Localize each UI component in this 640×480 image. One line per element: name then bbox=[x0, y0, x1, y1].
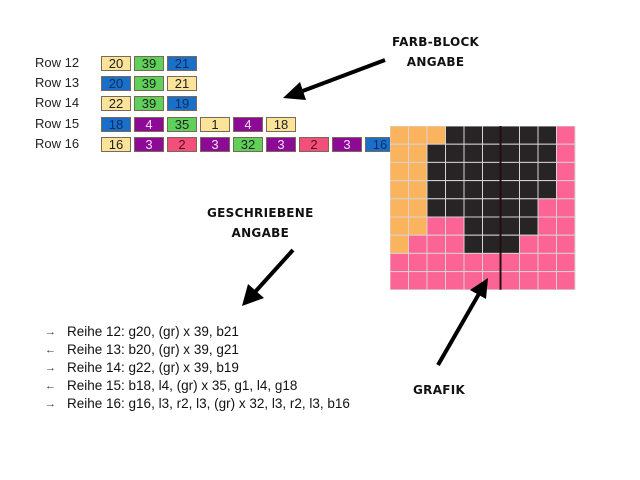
color-block: 2 bbox=[167, 137, 197, 152]
color-block: 39 bbox=[134, 96, 164, 111]
written-row: → Reihe 16: g16, l3, r2, l3, (gr) x 32, l… bbox=[45, 395, 350, 413]
color-block: 4 bbox=[233, 117, 263, 132]
color-block: 32 bbox=[233, 137, 263, 152]
callout-line: ANGABE bbox=[406, 55, 465, 69]
color-block: 39 bbox=[134, 56, 164, 71]
color-block: 22 bbox=[101, 96, 131, 111]
color-block: 35 bbox=[167, 117, 197, 132]
callout-line: FARB-BLOCK bbox=[392, 35, 480, 49]
written-row-text: Reihe 14: g22, (gr) x 39, b19 bbox=[67, 360, 239, 375]
color-block: 3 bbox=[200, 137, 230, 152]
written-row-text: Reihe 13: b20, (gr) x 39, g21 bbox=[67, 342, 239, 357]
grid-cell bbox=[556, 271, 576, 290]
color-block: 39 bbox=[134, 76, 164, 91]
written-row: → Reihe 12: g20, (gr) x 39, b21 bbox=[45, 323, 350, 341]
arrow-to-graphic bbox=[436, 278, 488, 366]
color-block: 3 bbox=[134, 137, 164, 152]
written-row-text: Reihe 12: g20, (gr) x 39, b21 bbox=[67, 324, 239, 339]
arrow-left-icon: ← bbox=[45, 380, 56, 392]
arrow-to-blocks bbox=[283, 58, 386, 100]
row-label: Row 15 bbox=[35, 116, 80, 131]
color-block: 16 bbox=[101, 137, 131, 152]
row-label: Row 12 bbox=[35, 55, 80, 70]
callout-line: GRAFIK bbox=[413, 383, 466, 397]
color-block: 1 bbox=[200, 117, 230, 132]
color-block: 18 bbox=[101, 117, 131, 132]
arrow-right-icon: → bbox=[45, 362, 56, 374]
color-block: 19 bbox=[167, 96, 197, 111]
written-instructions: → Reihe 12: g20, (gr) x 39, b21 ← Reihe 13:… bbox=[45, 323, 350, 413]
row-label: Row 16 bbox=[35, 136, 80, 151]
arrow-right-icon: → bbox=[45, 398, 56, 410]
color-block: 3 bbox=[266, 137, 296, 152]
grafik-callout: GRAFIK bbox=[413, 380, 465, 400]
callout-line: ANGABE bbox=[231, 226, 290, 240]
row-label: Row 14 bbox=[35, 95, 80, 110]
color-block: 20 bbox=[101, 76, 131, 91]
color-block: 18 bbox=[266, 117, 296, 132]
callout-line: GESCHRIEBENE bbox=[207, 206, 314, 220]
arrow-left-icon: ← bbox=[45, 344, 56, 356]
written-row-text: Reihe 16: g16, l3, r2, l3, (gr) x 32, l3… bbox=[67, 396, 350, 411]
color-block: 21 bbox=[167, 76, 197, 91]
arrow-right-icon: → bbox=[45, 326, 56, 338]
arrow-to-written bbox=[242, 248, 295, 306]
written-row: → Reihe 14: g22, (gr) x 39, b19 bbox=[45, 359, 350, 377]
color-block: 21 bbox=[167, 56, 197, 71]
written-row: ← Reihe 15: b18, l4, (gr) x 35, g1, l4, g… bbox=[45, 377, 350, 395]
written-row: ← Reihe 13: b20, (gr) x 39, g21 bbox=[45, 341, 350, 359]
row-label: Row 13 bbox=[35, 75, 80, 90]
color-block: 2 bbox=[299, 137, 329, 152]
pixel-graphic bbox=[390, 126, 576, 290]
written-row-text: Reihe 15: b18, l4, (gr) x 35, g1, l4, g1… bbox=[67, 378, 298, 393]
color-block: 3 bbox=[332, 137, 362, 152]
color-block: 16 bbox=[365, 137, 395, 152]
farb-block-callout: FARB-BLOCK ANGABE bbox=[392, 32, 479, 72]
color-block: 4 bbox=[134, 117, 164, 132]
color-block: 20 bbox=[101, 56, 131, 71]
geschriebene-callout: GESCHRIEBENE ANGABE bbox=[207, 203, 314, 243]
